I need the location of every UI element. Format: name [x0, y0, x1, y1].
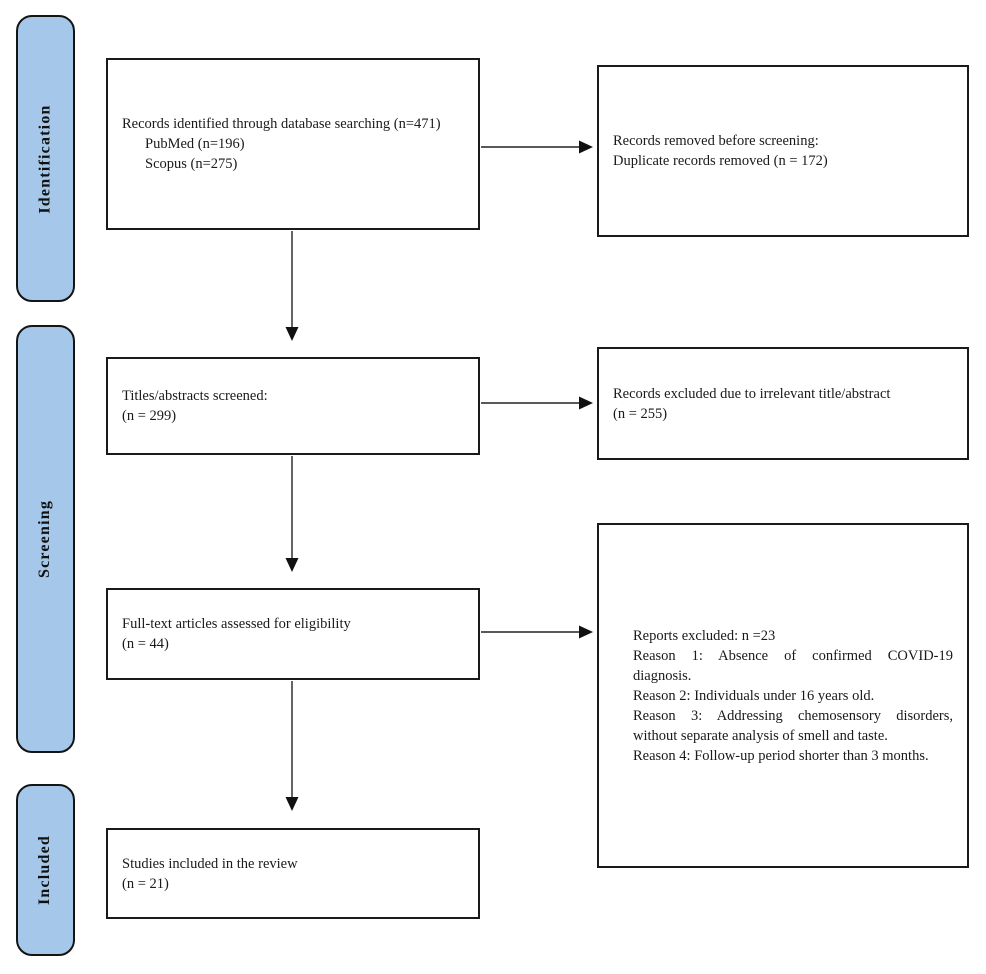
reports-excluded-reason1-line1: Reason 1: Absence of confirmed COVID-19: [633, 647, 953, 664]
reports-excluded-reason2: Reason 2: Individuals under 16 years old…: [633, 687, 875, 704]
records-identified-source-scopus: Scopus (n=275): [145, 156, 238, 172]
stage-bar-screening: Screening: [16, 325, 75, 753]
records-excluded-line1: Records excluded due to irrelevant title…: [613, 385, 891, 402]
reports-excluded-reason1-line2: diagnosis.: [633, 667, 692, 684]
arrow-identified-to-screened: [285, 231, 299, 341]
records-identified-title: Records identified through database sear…: [122, 116, 441, 132]
arrow-fulltext-to-reports-excluded: [481, 625, 593, 639]
reports-excluded-reason4: Reason 4: Follow-up period shorter than …: [633, 747, 929, 764]
studies-included-count: (n = 21): [122, 875, 169, 892]
box-records-removed: Records removed before screening: Duplic…: [597, 65, 969, 237]
records-removed-line1: Records removed before screening:: [613, 133, 819, 149]
arrow-screened-to-fulltext: [285, 456, 299, 572]
arrow-screened-to-excluded: [481, 396, 593, 410]
stage-label-included: Included: [36, 834, 54, 906]
box-titles-screened: Titles/abstracts screened: (n = 299): [106, 357, 480, 455]
box-studies-included: Studies included in the review (n = 21): [106, 828, 480, 919]
stage-label-screening: Screening: [36, 499, 54, 579]
reports-excluded-reason3-line2: without separate analysis of smell and t…: [633, 727, 888, 744]
records-removed-line2: Duplicate records removed (n = 172): [613, 153, 828, 169]
stage-bar-identification: Identification: [16, 15, 75, 302]
box-records-identified: Records identified through database sear…: [106, 58, 480, 230]
arrow-identified-to-removed: [481, 140, 593, 154]
studies-included-line1: Studies included in the review: [122, 855, 298, 872]
reports-excluded-reason3-line1: Reason 3: Addressing chemosensory disord…: [633, 707, 953, 724]
stage-label-identification: Identification: [36, 103, 54, 214]
reports-excluded-header: Reports excluded: n =23: [633, 627, 776, 644]
stage-bar-included: Included: [16, 784, 75, 956]
titles-screened-line1: Titles/abstracts screened:: [122, 388, 268, 404]
fulltext-assessed-line1: Full-text articles assessed for eligibil…: [122, 616, 351, 632]
box-records-excluded: Records excluded due to irrelevant title…: [597, 347, 969, 460]
records-identified-source-pubmed: PubMed (n=196): [145, 136, 245, 152]
box-fulltext-assessed: Full-text articles assessed for eligibil…: [106, 588, 480, 680]
fulltext-assessed-count: (n = 44): [122, 636, 169, 652]
box-reports-excluded: Reports excluded: n =23 Reason 1: Absenc…: [597, 523, 969, 868]
titles-screened-count: (n = 299): [122, 408, 177, 424]
arrow-fulltext-to-included: [285, 681, 299, 811]
records-excluded-count: (n = 255): [613, 405, 668, 422]
